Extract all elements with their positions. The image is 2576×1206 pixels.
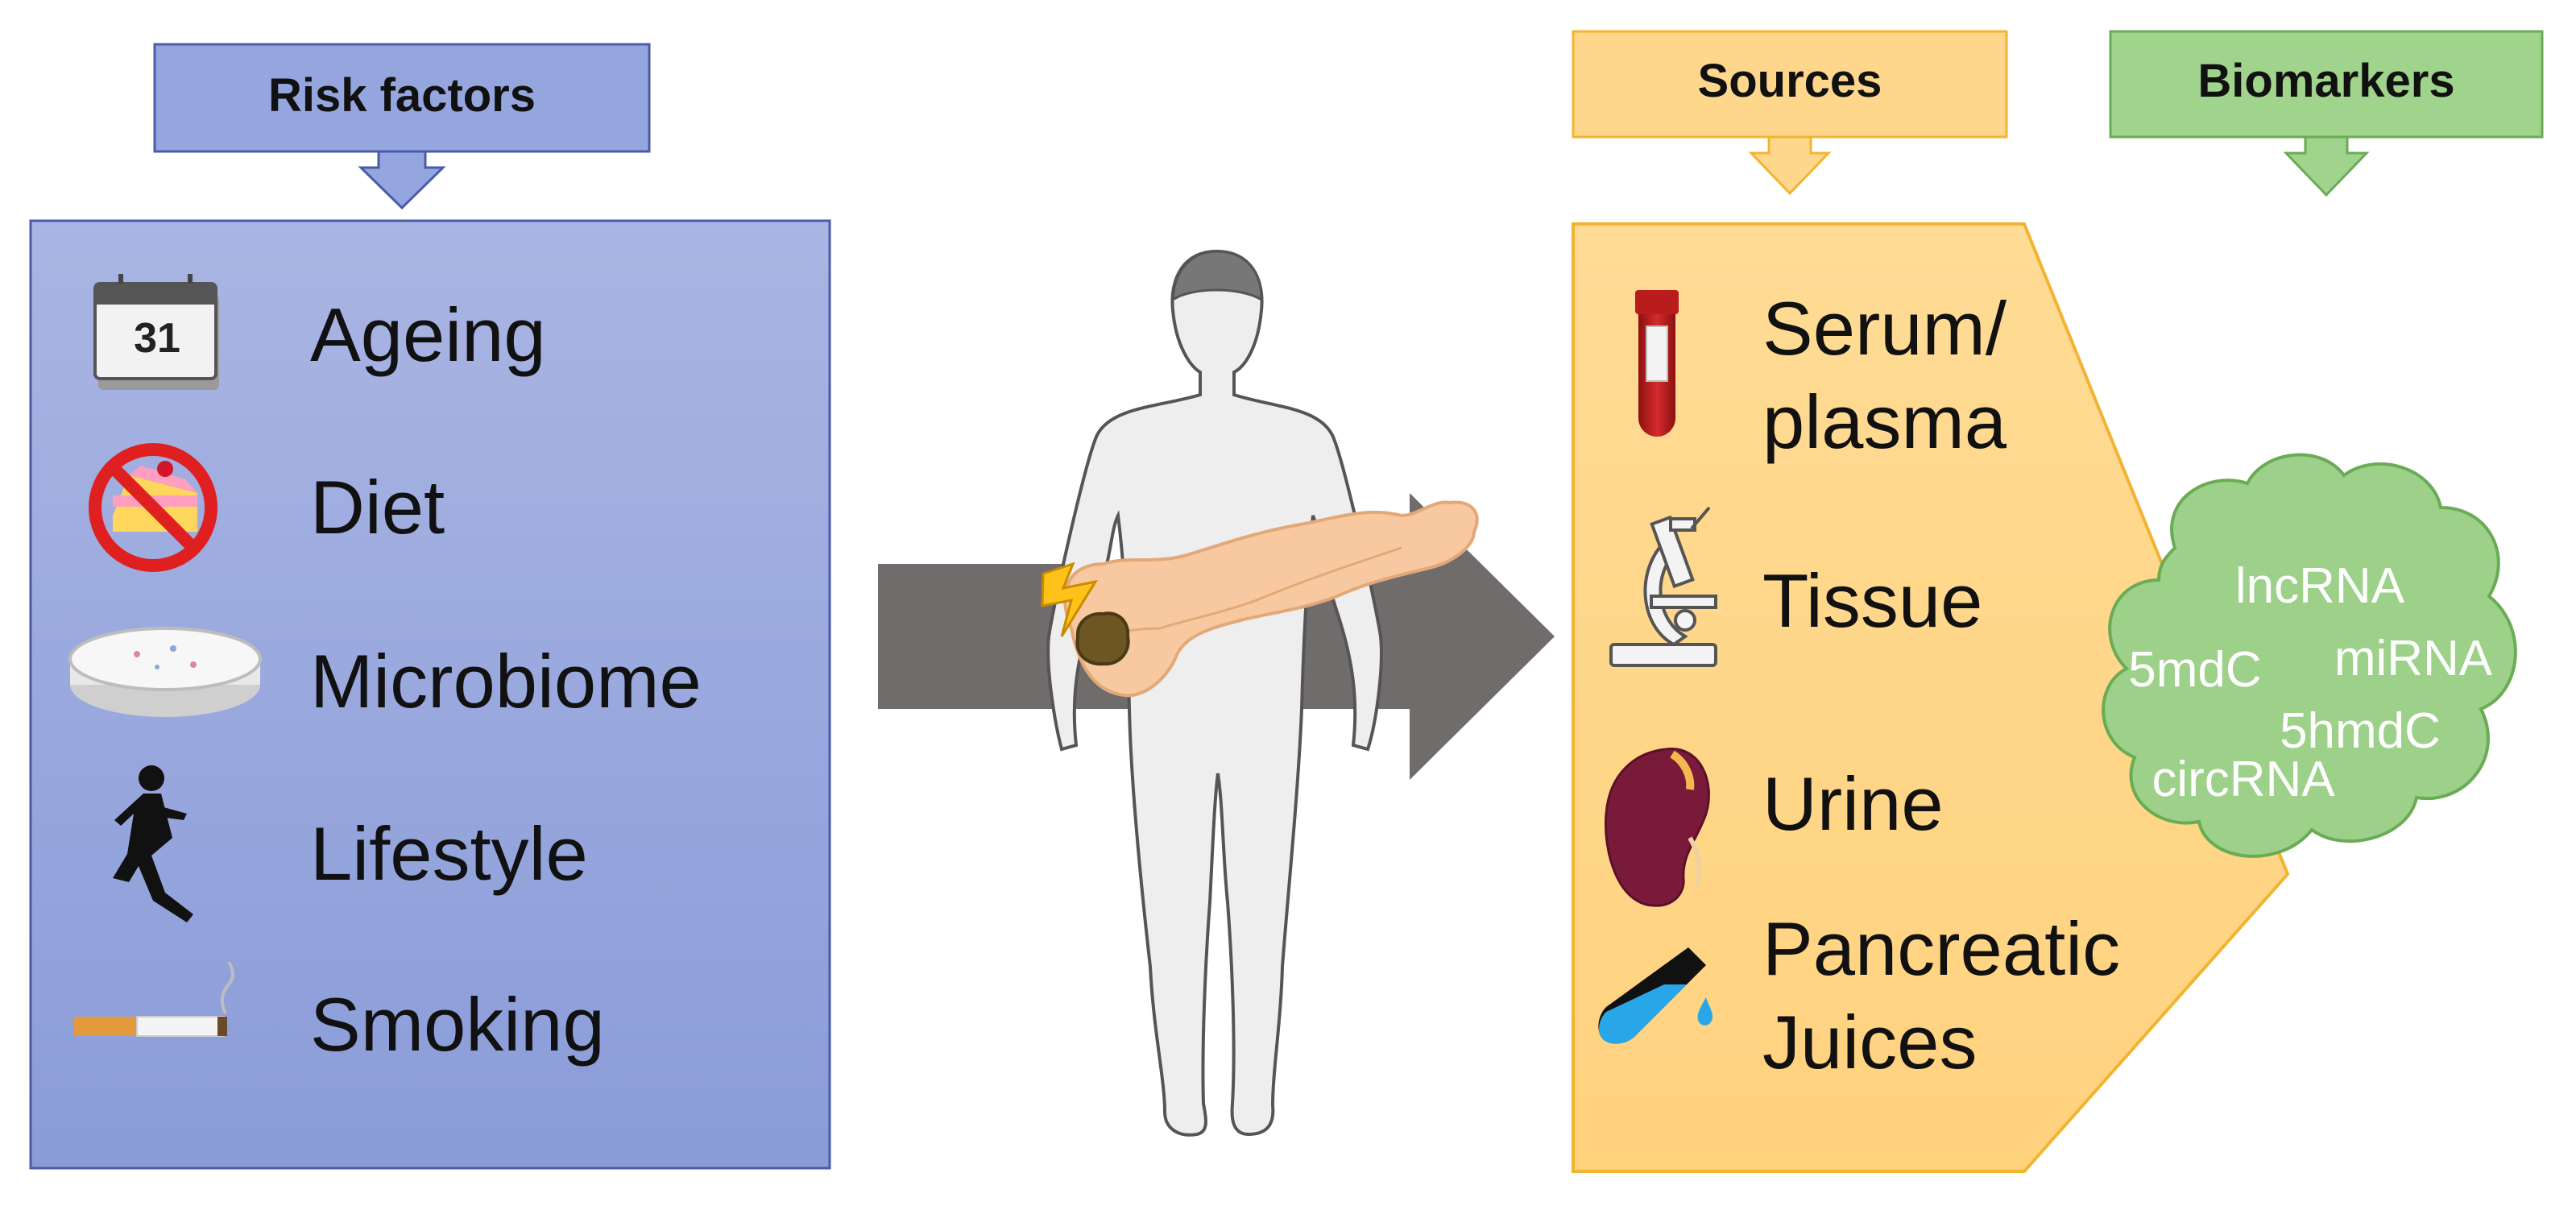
biomarkers-down-arrow: [2283, 135, 2370, 197]
risk-factors-header: Risk factors: [153, 43, 651, 210]
sources-down-arrow: [1748, 135, 1832, 196]
tumor-icon: [1075, 611, 1130, 666]
petri-dish-icon: [68, 627, 262, 717]
runner-icon: [113, 765, 193, 922]
source-pancreatic-line2: Juices: [1762, 1000, 1977, 1084]
human-body-icon: [1046, 249, 1383, 1137]
calendar-day: 31: [134, 315, 180, 362]
calendar-icon: 31: [93, 274, 219, 390]
risk-smoking-label: Smoking: [310, 982, 605, 1067]
risk-ageing-label: Ageing: [310, 292, 546, 377]
biomarker-5mdc: 5mdC: [2128, 642, 2261, 698]
cigarette-icon: [74, 960, 234, 1037]
biomarkers-title: Biomarkers: [2197, 55, 2454, 107]
source-tissue-label: Tissue: [1762, 558, 1982, 643]
no-cake-icon: [89, 443, 217, 572]
sources-header: Sources: [1572, 30, 2008, 196]
test-tube-icon: [1598, 947, 1713, 1044]
lightning-icon: [1041, 562, 1099, 637]
kidney-icon: [1605, 748, 1710, 907]
sources-panel: [1572, 222, 2290, 1173]
blood-tube-icon: [1635, 290, 1679, 437]
biomarker-lncrna: lncRNA: [2235, 558, 2405, 614]
source-pancreatic-line1: Pancreatic: [1762, 906, 2120, 991]
biomarker-mirna: miRNA: [2334, 631, 2493, 686]
biomarker-circrna: circRNA: [2151, 752, 2335, 807]
biomarker-5hmdc: 5hmdC: [2280, 703, 2441, 759]
risk-factors-down-arrow: [358, 150, 446, 210]
biomarkers-header: Biomarkers: [2109, 30, 2544, 197]
source-serum-line2: plasma: [1762, 379, 2007, 464]
source-urine-label: Urine: [1762, 761, 1944, 846]
sources-title: Sources: [1698, 55, 1882, 107]
risk-lifestyle-label: Lifestyle: [310, 811, 588, 896]
risk-microbiome-label: Microbiome: [310, 639, 702, 723]
risk-diet-label: Diet: [310, 465, 445, 549]
risk-factors-title: Risk factors: [268, 69, 536, 122]
biomarkers-cloud: [2102, 453, 2517, 858]
source-serum-line1: Serum/: [1762, 286, 2007, 371]
microscope-icon: [1609, 506, 1717, 667]
